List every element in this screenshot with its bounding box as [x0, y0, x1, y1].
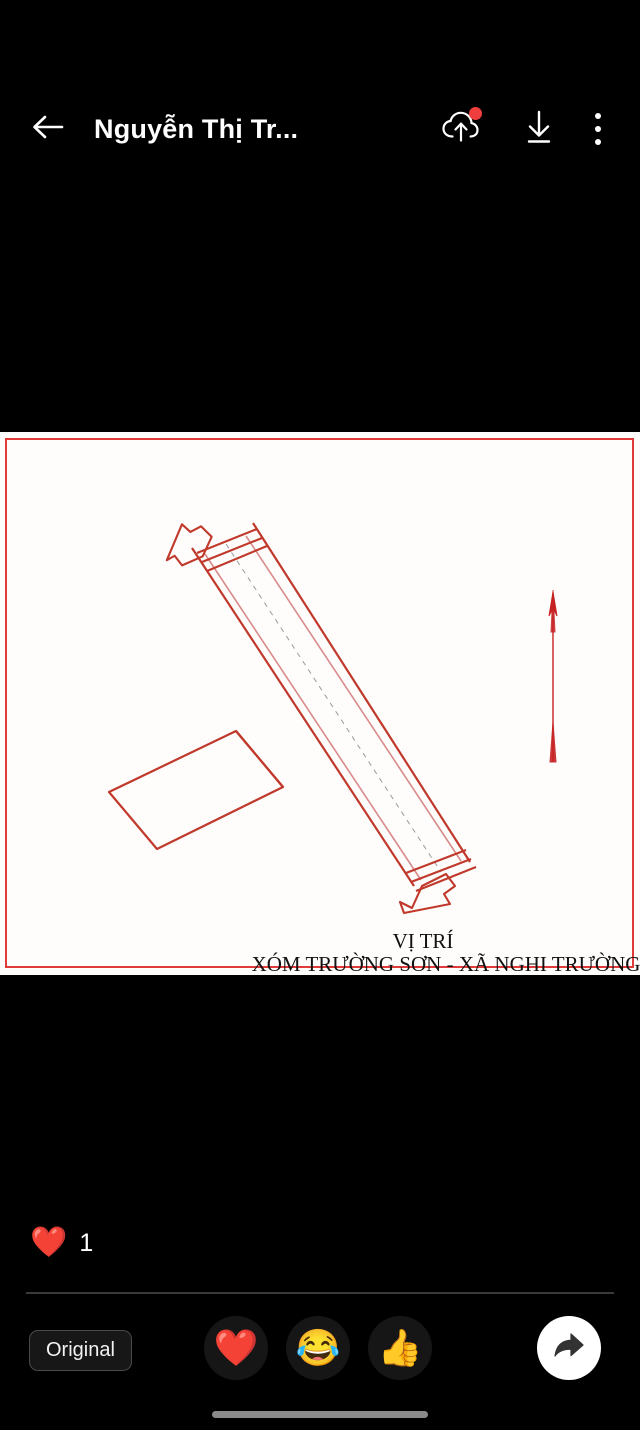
overflow-menu-button[interactable] [578, 104, 618, 154]
laughing-face-icon: 😂 [295, 1327, 341, 1368]
heart-icon: ❤️ [213, 1327, 259, 1368]
back-button[interactable] [26, 107, 70, 151]
download-icon [522, 108, 556, 151]
back-arrow-icon [31, 112, 65, 147]
app-bar: Nguyễn Thị Tr... [0, 88, 640, 170]
share-button[interactable] [537, 1316, 601, 1380]
drawing-title-line1: VỊ TRÍ [392, 929, 454, 953]
drawing-sheet-border [5, 438, 634, 968]
upload-notification-badge [469, 107, 482, 120]
reaction-picker: ❤️ 😂 👍 [204, 1316, 432, 1380]
thumbs-up-icon: 👍 [377, 1327, 423, 1368]
reaction-count: 1 [79, 1228, 94, 1257]
reaction-haha-button[interactable]: 😂 [286, 1316, 350, 1380]
reaction-summary-emoji: ❤️ [30, 1226, 68, 1259]
cloud-upload-icon [441, 109, 481, 150]
image-viewer[interactable]: VỊ TRÍ XÓM TRƯỜNG SƠN - XÃ NGHI TRƯỜNG 1… [0, 432, 640, 975]
home-indicator[interactable] [212, 1411, 428, 1418]
reaction-summary[interactable]: ❤️ 1 [30, 1228, 93, 1258]
overflow-menu-icon [595, 110, 601, 149]
cadastral-drawing [107, 522, 558, 915]
reaction-like-button[interactable]: 👍 [368, 1316, 432, 1380]
page-title: Nguyễn Thị Tr... [94, 113, 299, 144]
share-arrow-icon [551, 1330, 587, 1367]
original-quality-button[interactable]: Original [29, 1330, 132, 1371]
drawing-title-line2: XÓM TRƯỜNG SƠN - XÃ NGHI TRƯỜNG [251, 952, 640, 975]
cloud-upload-button[interactable] [436, 104, 486, 154]
reaction-love-button[interactable]: ❤️ [204, 1316, 268, 1380]
bottom-divider [26, 1292, 614, 1294]
download-button[interactable] [514, 104, 564, 154]
